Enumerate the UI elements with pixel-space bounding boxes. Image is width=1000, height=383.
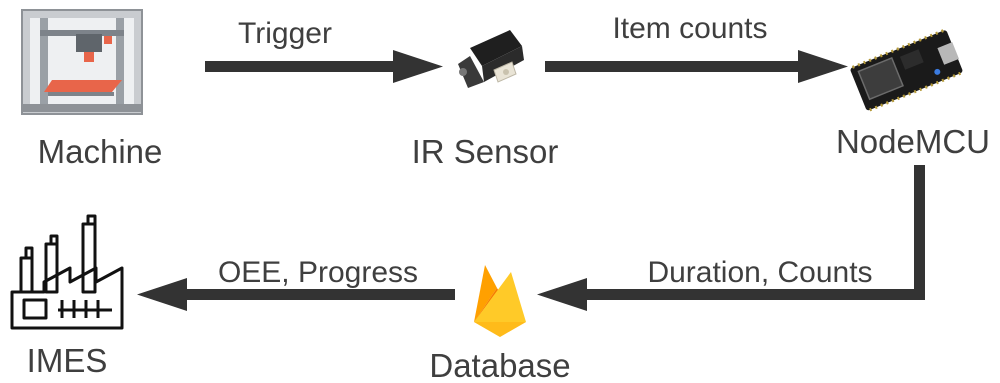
edge-label-oee-progress: OEE, Progress: [218, 256, 418, 289]
edge-database-to-imes: [137, 278, 455, 311]
node-label-ir-sensor: IR Sensor: [412, 133, 559, 170]
edge-label-trigger: Trigger: [238, 17, 332, 50]
node-label-imes: IMES: [27, 342, 108, 379]
factory-icon: [10, 214, 124, 330]
ir-sensor-icon: [458, 30, 524, 88]
node-label-machine: Machine: [38, 133, 163, 170]
node-label-nodemcu: NodeMCU: [836, 123, 990, 160]
firebase-flame-icon: [474, 265, 526, 337]
edge-machine-to-sensor: [205, 50, 443, 83]
node-label-database: Database: [429, 347, 570, 383]
nodemcu-board-icon: [850, 29, 963, 112]
edge-label-duration-counts: Duration, Counts: [647, 256, 872, 289]
edge-nodemcu-to-database: [537, 165, 925, 311]
edge-label-item-counts: Item counts: [612, 12, 767, 45]
edge-sensor-to-nodemcu: [545, 50, 848, 83]
3d-printer-icon: [21, 9, 143, 115]
